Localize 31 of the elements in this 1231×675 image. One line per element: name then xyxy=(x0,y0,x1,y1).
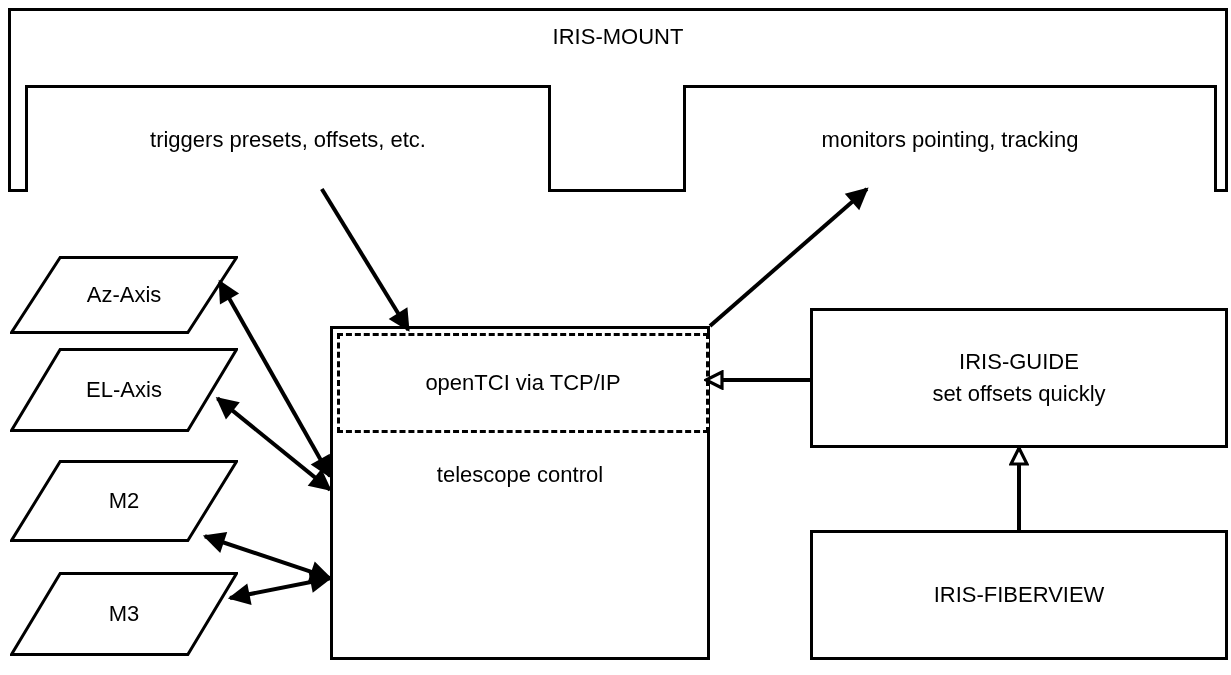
node-label: IRIS-MOUNT xyxy=(552,23,684,51)
parallelogram-node xyxy=(10,460,238,542)
process-box xyxy=(683,85,1217,192)
process-box xyxy=(810,308,1228,448)
arrow xyxy=(1009,446,1029,530)
dashed-box xyxy=(337,333,709,433)
arrow xyxy=(218,279,332,479)
node-label: telescope control xyxy=(436,461,604,489)
parallelogram-node xyxy=(10,572,238,656)
arrow xyxy=(704,370,810,390)
node-label: set offsets quickly xyxy=(932,380,1106,408)
node-label: IRIS-FIBERVIEW xyxy=(933,581,1105,609)
parallelogram-node xyxy=(10,256,238,334)
node-label: EL-Axis xyxy=(86,376,162,404)
node-label: M3 xyxy=(108,600,140,628)
process-box xyxy=(8,8,1228,192)
node-label: IRIS-GUIDE xyxy=(959,348,1079,376)
process-box xyxy=(330,326,710,660)
node-label: triggers presets, offsets, etc. xyxy=(150,126,426,154)
node-label: openTCI via TCP/IP xyxy=(425,369,621,397)
node-label: monitors pointing, tracking xyxy=(821,126,1079,154)
arrow xyxy=(215,396,332,492)
process-box xyxy=(25,85,551,192)
process-box xyxy=(810,530,1228,660)
parallelogram-node xyxy=(10,348,238,432)
node-label: M2 xyxy=(108,487,140,515)
arrow xyxy=(320,187,411,332)
node-label: Az-Axis xyxy=(86,281,162,309)
arrow xyxy=(202,532,333,583)
arrow xyxy=(227,571,333,605)
arrow xyxy=(708,187,869,328)
